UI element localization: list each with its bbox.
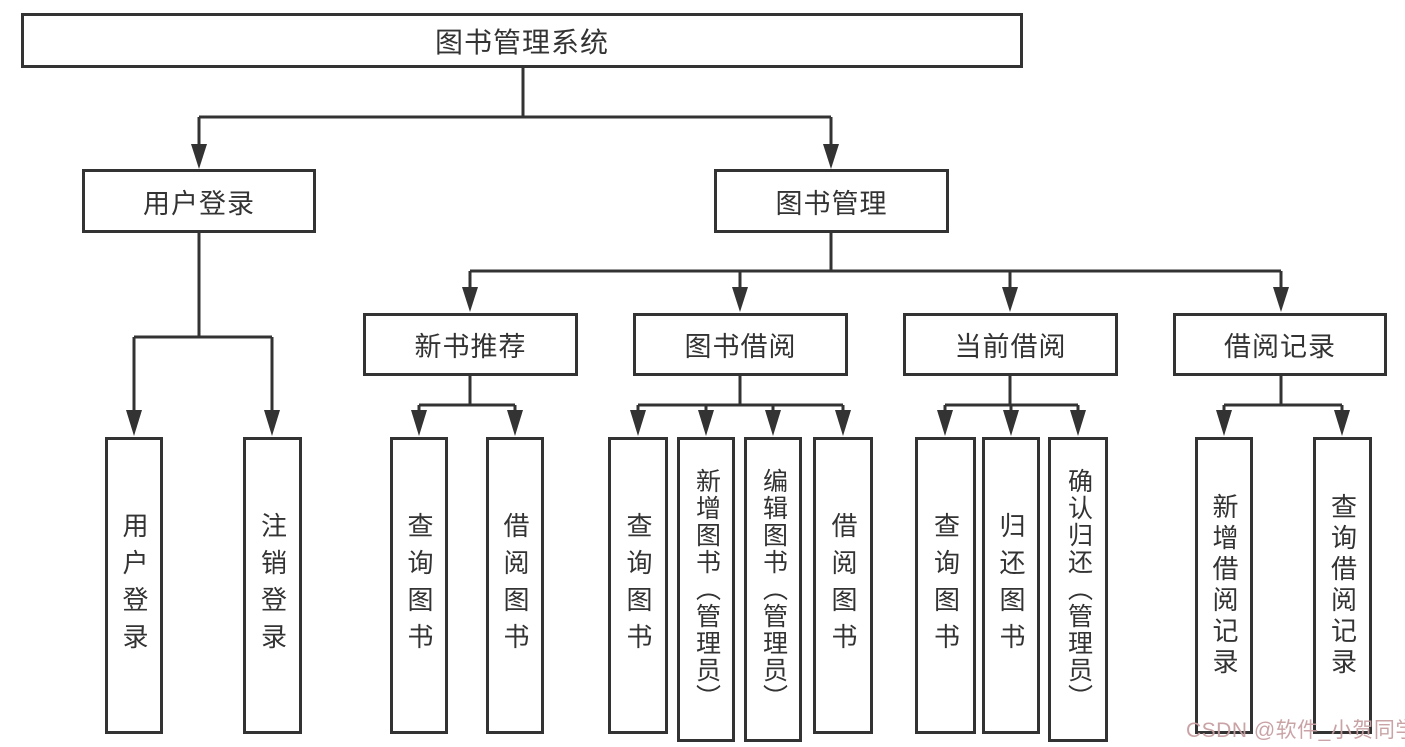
node-book-borrowing: 图书借阅 [633, 313, 848, 376]
node-leaf-logout: 注销登录 [243, 437, 302, 734]
node-leaf-return-books: 归还图书 [982, 437, 1040, 734]
watermark-text: CSDN @软件_小贺同学 [1186, 719, 1405, 742]
node-user-login: 用户登录 [82, 169, 316, 233]
node-leaf-add-books-admin: 新增图书（管理员） [677, 437, 735, 742]
node-leaf-query-borrowing-record: 查询借阅记录 [1313, 437, 1372, 734]
node-leaf-query-books-borrowing: 查询图书 [608, 437, 668, 734]
node-leaf-add-borrowing-record: 新增借阅记录 [1195, 437, 1253, 734]
node-leaf-query-books-current: 查询图书 [915, 437, 976, 734]
node-system-root: 图书管理系统 [21, 13, 1023, 68]
node-leaf-user-login: 用户登录 [105, 437, 163, 734]
node-leaf-borrow-books-borrowing: 借阅图书 [813, 437, 873, 734]
node-book-management: 图书管理 [714, 169, 949, 233]
node-leaf-query-books-recommend: 查询图书 [390, 437, 448, 734]
node-leaf-edit-books-admin: 编辑图书（管理员） [744, 437, 802, 742]
node-new-book-recommend: 新书推荐 [363, 313, 578, 376]
node-leaf-confirm-return-admin: 确认归还（管理员） [1048, 437, 1108, 742]
node-leaf-borrow-books-recommend: 借阅图书 [486, 437, 544, 734]
node-borrowing-records: 借阅记录 [1173, 313, 1387, 376]
node-current-borrowing: 当前借阅 [903, 313, 1118, 376]
